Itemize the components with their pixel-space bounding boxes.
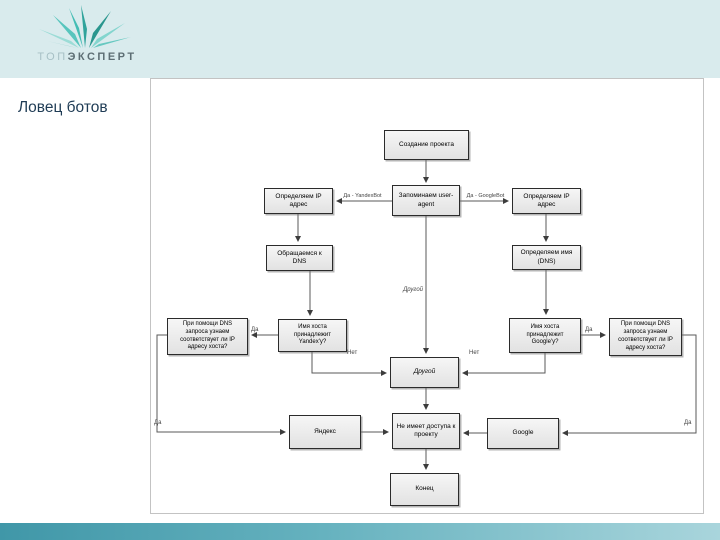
flowchart-connectors xyxy=(156,160,697,470)
node-google: Google xyxy=(487,418,559,449)
node-create-project: Создание проекта xyxy=(384,130,469,160)
node-no-access: Не имеет доступа к проекту xyxy=(392,413,460,449)
node-resolve-host-right: Определяем имя (DNS) xyxy=(512,245,581,270)
node-dns-check-right: При помощи DNS запроса узнаем соответств… xyxy=(609,318,682,356)
topexpert-logo: ТОПЭКСПЕРТ xyxy=(22,3,152,63)
logo-text-expert: ЭКСПЕРТ xyxy=(67,51,137,63)
node-end: Конец xyxy=(390,473,459,506)
edge-label-other: Другой xyxy=(403,287,423,293)
footer-accent-bar xyxy=(0,523,720,540)
edge-label-yes-left: Да xyxy=(251,327,259,333)
crystal-burst-icon xyxy=(39,3,131,48)
edge-label-yes-right: Да xyxy=(585,327,593,333)
logo-text: ТОПЭКСПЕРТ xyxy=(22,51,152,63)
logo-text-top: ТОП xyxy=(37,51,68,63)
page-title: Ловец ботов xyxy=(18,99,108,116)
node-host-belongs-yandex: Имя хоста принадлежит Yandex'у? xyxy=(278,319,347,352)
edge-label-googlebot: Да - GoogleBot xyxy=(466,193,505,199)
header-band: ТОПЭКСПЕРТ xyxy=(0,0,720,78)
edge-label-no-right: Нет xyxy=(469,350,480,356)
edge-label-yandexbot: Да - YandexBot xyxy=(343,193,382,199)
node-resolve-host-left: Обращаемся к DNS xyxy=(266,245,333,271)
node-determine-ip-left: Определяем IP адрес xyxy=(264,188,333,214)
node-yandex: Яндекс xyxy=(289,415,361,449)
node-dns-check-left: При помощи DNS запроса узнаем соответств… xyxy=(167,318,248,355)
node-other: Другой xyxy=(390,357,459,388)
node-remember-useragent: Запоминаем user-agent xyxy=(392,185,460,216)
edge-label-yes-bottom-left: Да xyxy=(154,420,162,426)
edge-label-yes-bottom-right: Да xyxy=(684,420,692,426)
node-host-belongs-google: Имя хоста принадлежит Google'у? xyxy=(509,318,581,353)
flowchart-canvas: Создание проекта Определяем IP адрес Зап… xyxy=(150,78,704,514)
edge-label-no-left: Нет xyxy=(347,350,358,356)
node-determine-ip-right: Определяем IP адрес xyxy=(512,188,581,214)
